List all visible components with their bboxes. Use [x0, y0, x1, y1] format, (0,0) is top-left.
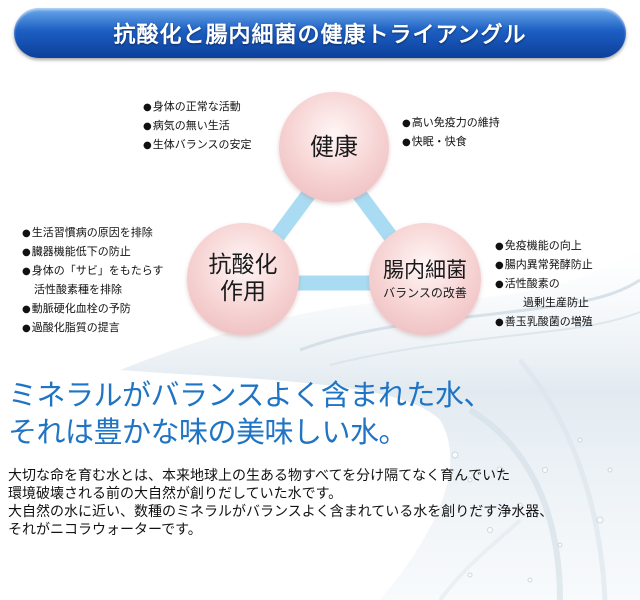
antioxidant-circle-title-line1: 抗酸化 — [208, 252, 278, 278]
headline-line1: ミネラルがバランスよく含まれた水、 — [8, 378, 492, 412]
gut-list: 免疫機能の向上 腸内異常発酵防止 活性酸素の 過剰生産防止 善玉乳酸菌の増殖 — [495, 237, 593, 332]
list-item: 病気の無い生活 — [143, 117, 252, 136]
list-item: 臓器機能低下の防止 — [22, 243, 164, 262]
list-item: 身体の「サビ」をもたらす — [22, 262, 164, 281]
body-line: 環境破壊される前の大自然が創りだしていた水です。 — [8, 486, 343, 502]
body-paragraph: 大切な命を育む水とは、本来地球上の生ある物すべてを分け隔てなく育んでいた 環境破… — [8, 467, 628, 539]
body-line: それがニコラウォーターです。 — [8, 522, 202, 538]
list-item: 過酸化脂質の提言 — [22, 319, 164, 338]
list-item: 生活習慣病の原因を排除 — [22, 224, 164, 243]
gut-bacteria-circle: 腸内細菌 バランスの改善 — [369, 223, 481, 335]
list-item: 高い免疫力の維持 — [402, 114, 500, 133]
list-item-continuation: 過剰生産防止 — [523, 296, 589, 309]
antioxidant-circle-title-line2: 作用 — [220, 279, 266, 305]
list-item: 活性酸素の — [495, 275, 593, 294]
health-left-list: 身体の正常な活動 病気の無い生活 生体バランスの安定 — [143, 98, 252, 155]
health-circle-title: 健康 — [310, 133, 358, 161]
header-banner: 抗酸化と腸内細菌の健康トライアングル — [14, 8, 626, 58]
gut-circle-title: 腸内細菌 — [383, 257, 467, 282]
antioxidant-circle: 抗酸化 作用 — [187, 223, 299, 335]
health-circle: 健康 — [279, 92, 389, 202]
headline: ミネラルがバランスよく含まれた水、 それは豊かな味の美味しい水。 — [8, 377, 492, 451]
list-item-continuation: 活性酸素種を排除 — [34, 283, 122, 296]
health-right-list: 高い免疫力の維持 快眠・快食 — [402, 114, 500, 152]
body-line: 大自然の水に近い、数種のミネラルがバランスよく含まれている水を創りだす浄水器、 — [8, 504, 554, 520]
list-item: 身体の正常な活動 — [143, 98, 252, 117]
list-item: 生体バランスの安定 — [143, 136, 252, 155]
list-item: 快眠・快食 — [402, 133, 500, 152]
banner-title: 抗酸化と腸内細菌の健康トライアングル — [113, 23, 527, 48]
list-item: 善玉乳酸菌の増殖 — [495, 313, 593, 332]
list-item: 免疫機能の向上 — [495, 237, 593, 256]
gut-circle-subtitle: バランスの改善 — [383, 285, 467, 300]
list-item: 動脈硬化血栓の予防 — [22, 300, 164, 319]
antioxidant-list: 生活習慣病の原因を排除 臓器機能低下の防止 身体の「サビ」をもたらす 活性酸素種… — [22, 224, 164, 338]
headline-line2: それは豊かな味の美味しい水。 — [8, 415, 408, 449]
list-item: 腸内異常発酵防止 — [495, 256, 593, 275]
body-line: 大切な命を育む水とは、本来地球上の生ある物すべてを分け隔てなく育んでいた — [8, 468, 511, 484]
